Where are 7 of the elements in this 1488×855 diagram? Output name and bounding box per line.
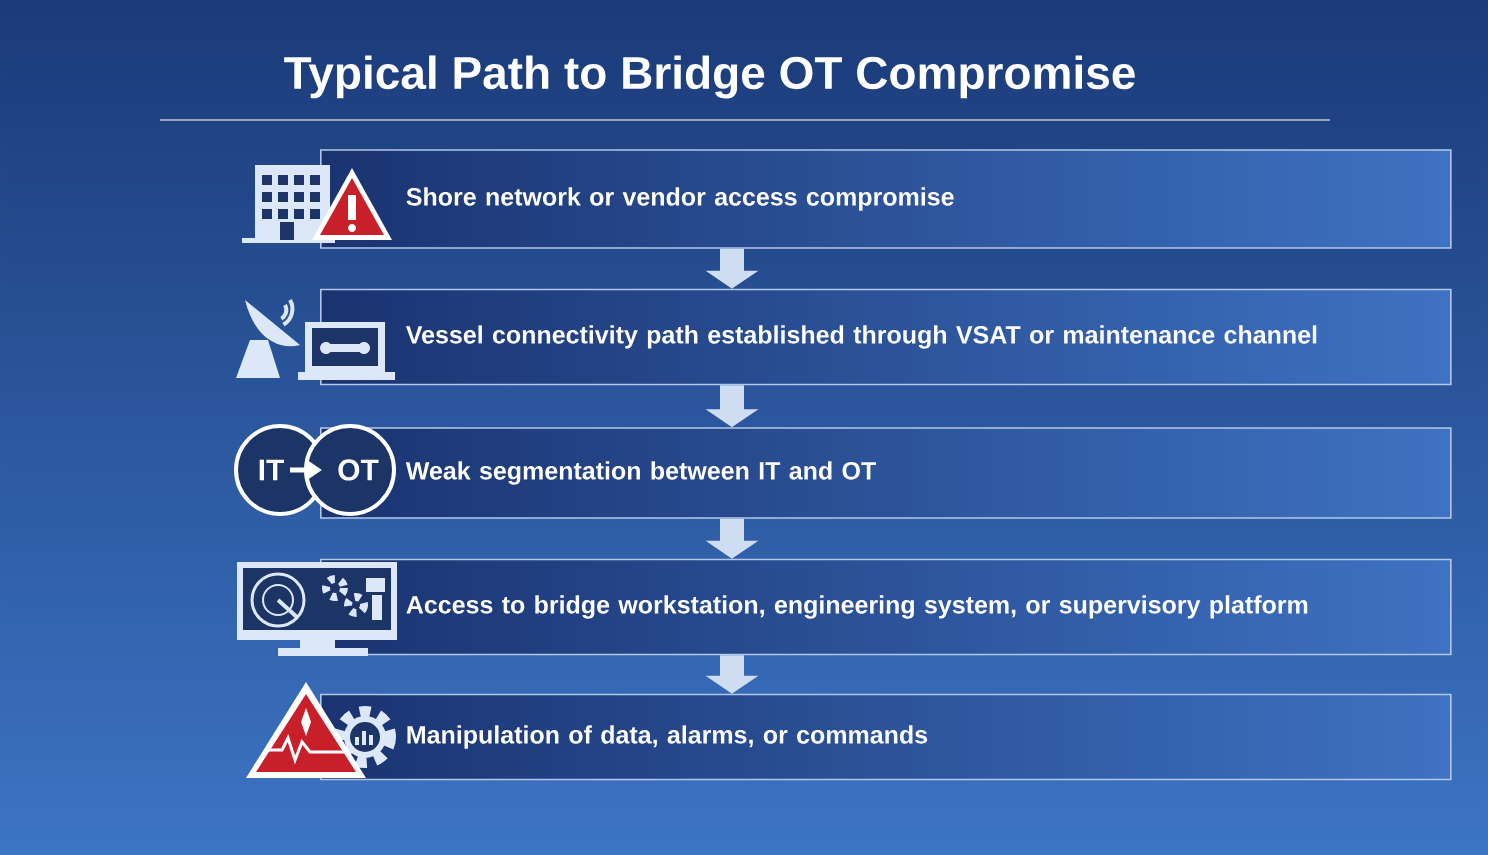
step-band: Shore network or vendor access compromise [320,149,1452,249]
icon-label: IT [259,459,284,481]
step-band: Vessel connectivity path established through VSAT or maintenance channel [320,288,1452,386]
title: Typical Path to Bridge OT Compromise [284,55,1135,99]
icon-label: OT [338,459,379,481]
step-band: Access to bridge workstation, engineering system, or supervisory platform [320,558,1452,656]
step-band: Manipulation of data, alarms, or commands [320,693,1452,781]
